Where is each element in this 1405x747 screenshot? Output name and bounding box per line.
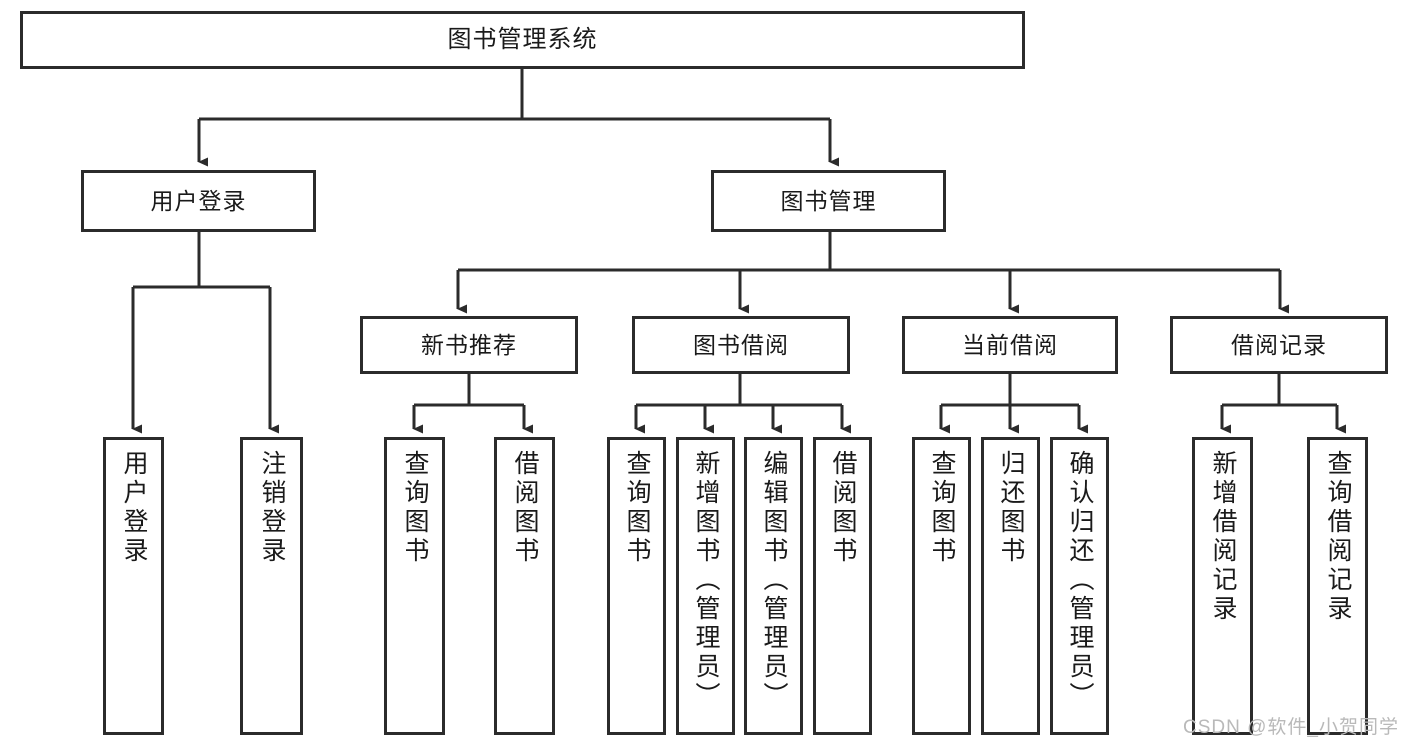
node-leaf-confirm-return-admin-label: 确认归还（管理员）: [1066, 450, 1094, 711]
node-leaf-add-borrow-record[interactable]: 新增借阅记录: [1192, 437, 1253, 735]
node-leaf-edit-book-admin-label: 编辑图书（管理员）: [760, 450, 788, 711]
node-root-system-label: 图书管理系统: [447, 26, 598, 54]
node-leaf-query-borrow-record[interactable]: 查询借阅记录: [1307, 437, 1368, 735]
node-leaf-borrow-query-book[interactable]: 查询图书: [607, 437, 666, 735]
node-leaf-current-query-book[interactable]: 查询图书: [912, 437, 971, 735]
node-book-borrow-label: 图书借阅: [693, 331, 789, 358]
node-book-management[interactable]: 图书管理: [711, 170, 946, 232]
node-leaf-recommend-query-book-label: 查询图书: [401, 450, 429, 566]
node-leaf-user-logout-label: 注销登录: [258, 450, 286, 566]
node-leaf-borrow-book-label: 借阅图书: [829, 450, 857, 566]
node-leaf-current-query-book-label: 查询图书: [928, 450, 956, 566]
node-leaf-recommend-query-book[interactable]: 查询图书: [384, 437, 445, 735]
node-user-login-label: 用户登录: [150, 187, 247, 214]
watermark-text: CSDN @软件_小贺同学: [1183, 717, 1399, 738]
node-leaf-recommend-borrow-book-label: 借阅图书: [511, 450, 539, 566]
node-leaf-user-login-label: 用户登录: [120, 450, 148, 566]
node-borrow-record[interactable]: 借阅记录: [1170, 316, 1388, 374]
node-leaf-user-login[interactable]: 用户登录: [103, 437, 164, 735]
node-new-book-recommend-label: 新书推荐: [421, 331, 517, 358]
node-leaf-add-book-admin[interactable]: 新增图书（管理员）: [676, 437, 735, 735]
node-leaf-recommend-borrow-book[interactable]: 借阅图书: [494, 437, 555, 735]
node-leaf-user-logout[interactable]: 注销登录: [240, 437, 303, 735]
node-book-borrow[interactable]: 图书借阅: [632, 316, 850, 374]
node-new-book-recommend[interactable]: 新书推荐: [360, 316, 578, 374]
node-leaf-edit-book-admin[interactable]: 编辑图书（管理员）: [744, 437, 803, 735]
node-leaf-confirm-return-admin[interactable]: 确认归还（管理员）: [1050, 437, 1109, 735]
node-borrow-record-label: 借阅记录: [1231, 331, 1327, 358]
node-leaf-add-borrow-record-label: 新增借阅记录: [1209, 450, 1237, 624]
node-leaf-add-book-admin-label: 新增图书（管理员）: [692, 450, 720, 711]
node-leaf-query-borrow-record-label: 查询借阅记录: [1324, 450, 1352, 624]
node-current-borrow-label: 当前借阅: [962, 331, 1058, 358]
node-root-system[interactable]: 图书管理系统: [20, 11, 1025, 69]
node-current-borrow[interactable]: 当前借阅: [902, 316, 1118, 374]
node-leaf-borrow-book[interactable]: 借阅图书: [813, 437, 872, 735]
node-leaf-borrow-query-book-label: 查询图书: [623, 450, 651, 566]
node-book-management-label: 图书管理: [780, 187, 877, 214]
node-user-login[interactable]: 用户登录: [81, 170, 316, 232]
node-leaf-return-book[interactable]: 归还图书: [981, 437, 1040, 735]
node-leaf-return-book-label: 归还图书: [997, 450, 1025, 566]
